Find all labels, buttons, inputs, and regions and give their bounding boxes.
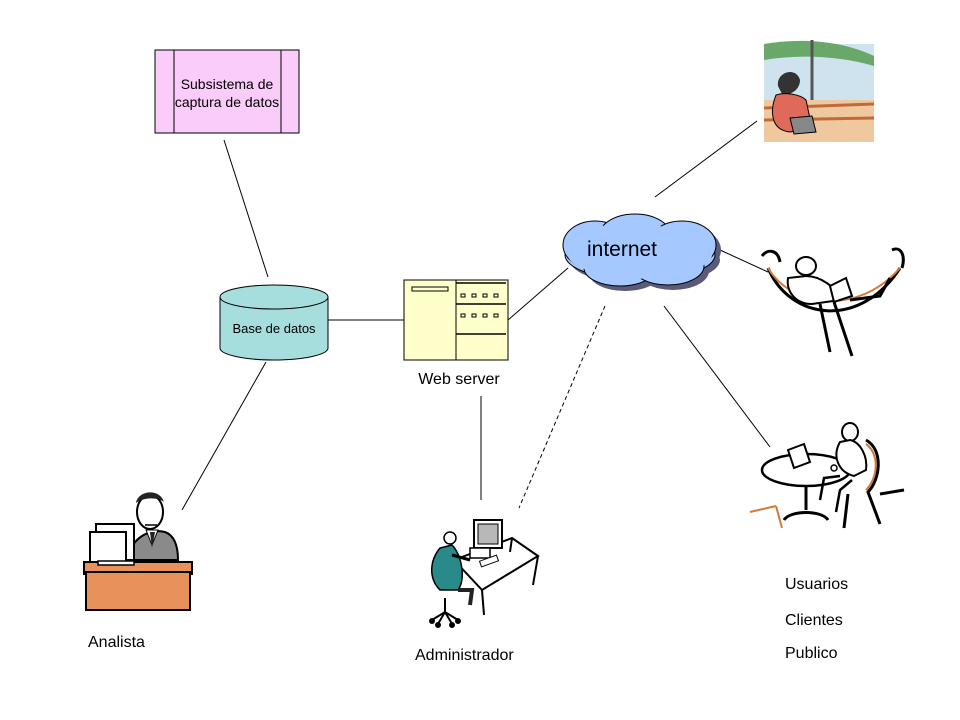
user-umbrella-laptop-icon xyxy=(789,115,817,135)
user-cafe-laptop-icon xyxy=(786,442,812,470)
user-umbrella-figure xyxy=(763,40,875,142)
web-server-leds xyxy=(460,293,499,318)
web-server-drive-slot xyxy=(411,286,449,292)
administrator-label: Administrador xyxy=(415,647,514,664)
administrator-figure: Administrador xyxy=(415,519,540,664)
user-hammock-figure xyxy=(760,247,905,357)
connector-webserver-internet xyxy=(507,267,569,321)
connector-internet-user-cafe xyxy=(663,305,771,448)
capture-subsystem-node: Subsistema de captura de datos xyxy=(154,49,300,134)
capture-subsystem-label-line1: Subsistema de xyxy=(181,76,274,92)
internet-cloud-node: internet xyxy=(562,213,721,291)
analyst-label: Analista xyxy=(88,634,145,651)
analyst-desk-front xyxy=(85,571,191,611)
user-cafe-figure xyxy=(749,422,905,529)
web-server-node: Web server xyxy=(403,279,509,388)
connector-subsystem-database xyxy=(223,139,269,278)
connections xyxy=(181,120,771,511)
capture-subsystem-box xyxy=(154,49,300,134)
user-hammock-laptop-icon xyxy=(828,276,854,304)
connector-internet-administrator-dashed xyxy=(518,305,606,509)
admin-keyboard-icon xyxy=(478,554,500,568)
users-label-publico: Publico xyxy=(785,645,838,662)
connector-database-analyst xyxy=(181,361,267,511)
admin-computer-monitor-icon xyxy=(469,519,503,559)
user-cafe-cup-icon xyxy=(830,464,838,472)
internet-cloud-fill xyxy=(567,219,712,282)
connector-internet-user-umbrella xyxy=(654,120,758,198)
analyst-computer-monitor-icon xyxy=(89,523,135,566)
internet-label: internet xyxy=(587,238,657,261)
users-label-clientes: Clientes xyxy=(785,612,843,629)
analyst-figure: Analista xyxy=(83,492,193,651)
web-server-rack-panel xyxy=(456,282,506,335)
web-server-label: Web server xyxy=(418,371,500,388)
admin-chair-icon xyxy=(429,598,461,628)
database-cylinder-top xyxy=(219,284,329,310)
database-label: Base de datos xyxy=(232,321,316,336)
database-cylinder-body xyxy=(219,297,329,361)
capture-subsystem-label-line2: captura de datos xyxy=(175,94,279,110)
database-node: Base de datos xyxy=(219,284,329,361)
analyst-person-icon xyxy=(126,492,180,561)
users-label-group: Usuarios Clientes Publico xyxy=(785,576,848,662)
connector-internet-user-hammock xyxy=(719,249,769,273)
admin-person-icon xyxy=(431,531,475,606)
user-cafe-chair xyxy=(842,438,905,529)
user-hammock-person-icon xyxy=(786,256,892,357)
users-label-usuarios: Usuarios xyxy=(785,576,848,593)
user-cafe-person-icon xyxy=(818,422,868,513)
